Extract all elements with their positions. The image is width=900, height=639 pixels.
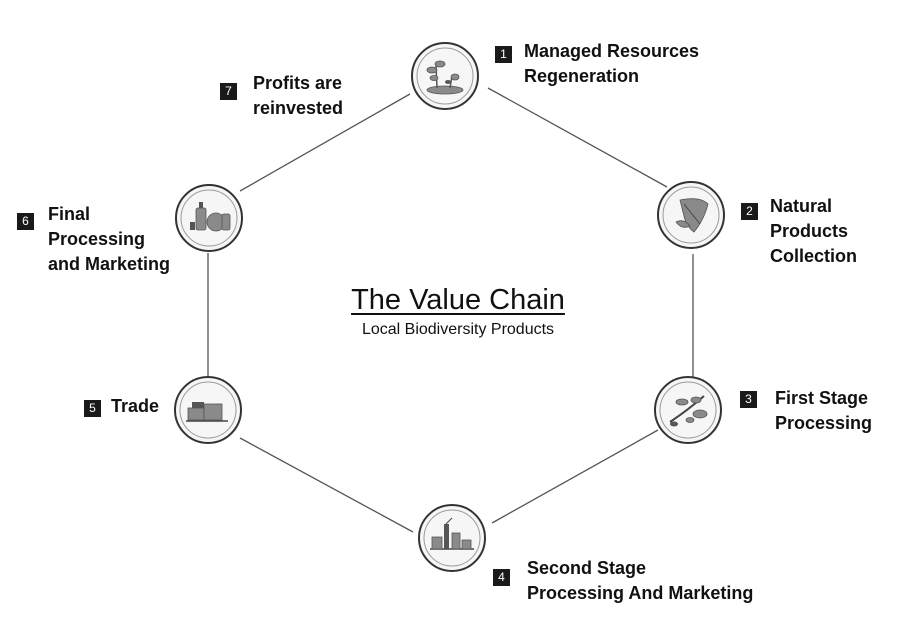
node-1-managed-resources — [411, 42, 479, 110]
step-badge-7: 7 — [220, 83, 237, 100]
connector-1-2 — [487, 87, 668, 188]
step-badge-3: 3 — [740, 391, 757, 408]
step-badge-2: 2 — [741, 203, 758, 220]
step-label-5: Trade — [111, 396, 160, 416]
connector-6-7 — [239, 93, 411, 192]
node-5-trade — [174, 376, 242, 444]
bottles-illustration-icon — [190, 202, 231, 232]
connector-3-4 — [491, 429, 659, 524]
step-label-3: First Stage Processing — [775, 388, 873, 433]
leaf-bundle-illustration-icon — [675, 198, 709, 233]
connector-4-5 — [239, 437, 414, 533]
factory-illustration-icon — [430, 517, 474, 550]
diagram-title: The Value Chain — [351, 284, 565, 316]
plants-illustration-icon — [426, 60, 464, 95]
crates-illustration-icon — [186, 402, 228, 422]
step-badge-6: 6 — [17, 213, 34, 230]
node-6-final-processing — [175, 184, 243, 252]
step-label-1: Managed Resources Regeneration — [524, 41, 700, 86]
step-label-4: Second Stage Processing And Marketing — [527, 558, 754, 603]
step-label-2: Natural Products Collection — [770, 196, 858, 266]
step-label-6: Final Processing and Marketing — [48, 204, 171, 274]
node-2-natural-products — [657, 181, 725, 249]
step-badge-1: 1 — [495, 46, 512, 63]
step-badge-5: 5 — [84, 400, 101, 417]
step-badge-4: 4 — [493, 569, 510, 586]
node-3-first-stage — [654, 376, 722, 444]
branches-illustration-icon — [669, 395, 708, 427]
diagram-subtitle: Local Biodiversity Products — [361, 321, 555, 338]
step-label-7: Profits are reinvested — [253, 73, 344, 118]
node-4-second-stage — [418, 504, 486, 572]
